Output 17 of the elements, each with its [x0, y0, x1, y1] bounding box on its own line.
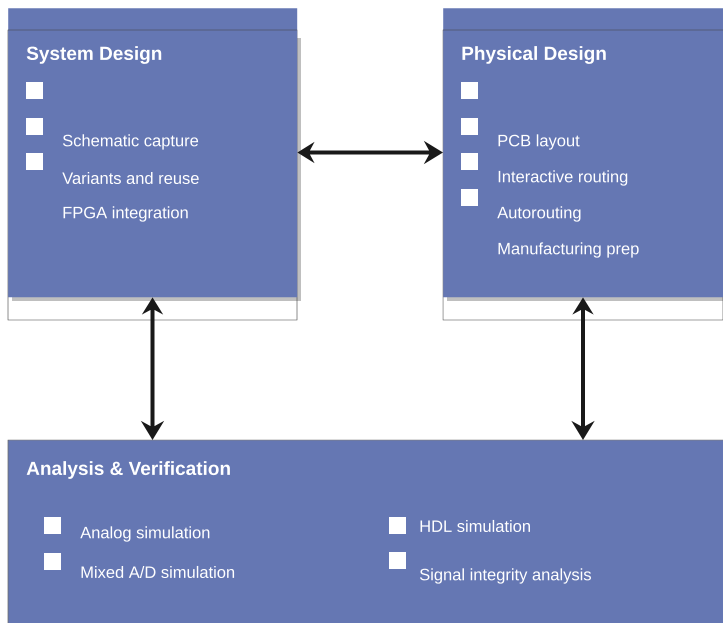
list-item: Variants and reuse	[62, 172, 199, 184]
list-item: Mixed A/D simulation	[82, 566, 234, 578]
list-item: FPGA integration	[64, 206, 188, 222]
list-item: Manufacturing prep	[498, 242, 639, 258]
list-item: Schematic capture	[62, 134, 198, 150]
box-title: System Design	[26, 46, 162, 64]
design-box	[8, 440, 723, 623]
list-item: HDL simulation	[420, 520, 530, 532]
list-item: Interactive routing	[498, 170, 628, 186]
list-item: Signal integrity analysis	[420, 568, 591, 584]
list-item: Analog simulation	[80, 526, 210, 542]
box-title: Analysis & Verification	[26, 461, 230, 479]
list-item: PCB layout	[498, 134, 580, 150]
design-box	[442, 8, 723, 320]
list-item: Autorouting	[497, 206, 581, 222]
box-title: Physical Design	[462, 46, 606, 64]
design-box	[8, 8, 301, 320]
